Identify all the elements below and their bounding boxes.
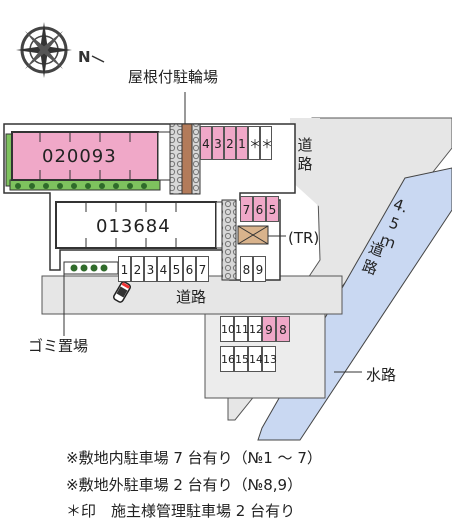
note-off-site-parking: ※敷地外駐車場 2 台有り（№8,9） bbox=[66, 476, 303, 494]
parking-top-right: 4 3 2 1 ＊ ＊ bbox=[200, 126, 273, 160]
garbage-shrubs bbox=[70, 264, 108, 272]
parking-slot: 1 bbox=[118, 256, 131, 282]
building-lower-id: 013684 bbox=[96, 216, 171, 237]
note-owner-parking: ＊印 施主様管理駐車場 2 台有り bbox=[66, 502, 296, 520]
parking-slot: 9 bbox=[253, 256, 266, 282]
parking-bottom-row: 1 2 3 4 5 6 7 bbox=[118, 256, 209, 282]
building-lower-units bbox=[85, 202, 177, 248]
parking-slot: 4 bbox=[157, 256, 170, 282]
parking-slot: 7 bbox=[240, 196, 253, 222]
parking-off-site-top: 10 11 12 9 8 bbox=[220, 316, 290, 342]
main-road-label: 道路 bbox=[176, 288, 207, 306]
parking-slot: 8 bbox=[240, 256, 253, 282]
waterway-label: 水路 bbox=[366, 366, 397, 384]
parking-slot: ＊ bbox=[248, 126, 261, 160]
parking-mid-right: 7 6 5 bbox=[240, 196, 279, 222]
parking-slot: 4 bbox=[200, 126, 212, 160]
parking-slot: 3 bbox=[212, 126, 224, 160]
parking-slot: 6 bbox=[253, 196, 266, 222]
parking-slot: 2 bbox=[224, 126, 236, 160]
parking-slot: 2 bbox=[131, 256, 144, 282]
parking-slot: 16 bbox=[220, 346, 235, 372]
right-road-vertical-text: 道路 bbox=[297, 136, 313, 173]
garbage-label: ゴミ置場 bbox=[28, 337, 89, 355]
svg-text:N: N bbox=[78, 48, 91, 66]
building-upper-units bbox=[39, 132, 131, 180]
parking-off-site-bottom: 16 15 14 13 bbox=[220, 346, 277, 372]
parking-bottom-extra: 8 9 bbox=[240, 256, 266, 282]
parking-slot: 12 bbox=[248, 316, 263, 342]
building-upper bbox=[11, 131, 159, 181]
parking-slot: 10 bbox=[220, 316, 235, 342]
compass-rose-icon: N bbox=[16, 22, 105, 78]
parking-slot: 15 bbox=[234, 346, 249, 372]
building-upper-id: 020093 bbox=[42, 146, 117, 167]
paved-path bbox=[221, 199, 237, 281]
main-road bbox=[41, 275, 343, 315]
bike-shelter-roof bbox=[181, 123, 193, 195]
parking-slot: 9 bbox=[262, 316, 276, 342]
parking-slot: 11 bbox=[234, 316, 249, 342]
car-icon bbox=[113, 281, 131, 303]
parking-slot: 7 bbox=[196, 256, 209, 282]
parking-slot: 14 bbox=[248, 346, 263, 372]
upper-stair bbox=[157, 131, 171, 181]
parking-slot: 1 bbox=[236, 126, 248, 160]
bike-parking-label: 屋根付駐輪場 bbox=[128, 68, 219, 86]
tr-label: (TR) bbox=[288, 229, 320, 247]
right-road-vertical-label: 道路 bbox=[296, 136, 314, 174]
shrub-icon bbox=[15, 183, 147, 189]
note-on-site-parking: ※敷地内駐車場 7 台有り（№1 ～ 7） bbox=[66, 449, 322, 467]
parking-slot: 13 bbox=[262, 346, 277, 372]
parking-slot: 8 bbox=[276, 316, 290, 342]
parking-slot: 5 bbox=[266, 196, 279, 222]
parking-slot: ＊ bbox=[260, 126, 273, 160]
parking-slot: 5 bbox=[170, 256, 183, 282]
parking-slot: 3 bbox=[144, 256, 157, 282]
parking-slot: 6 bbox=[183, 256, 196, 282]
